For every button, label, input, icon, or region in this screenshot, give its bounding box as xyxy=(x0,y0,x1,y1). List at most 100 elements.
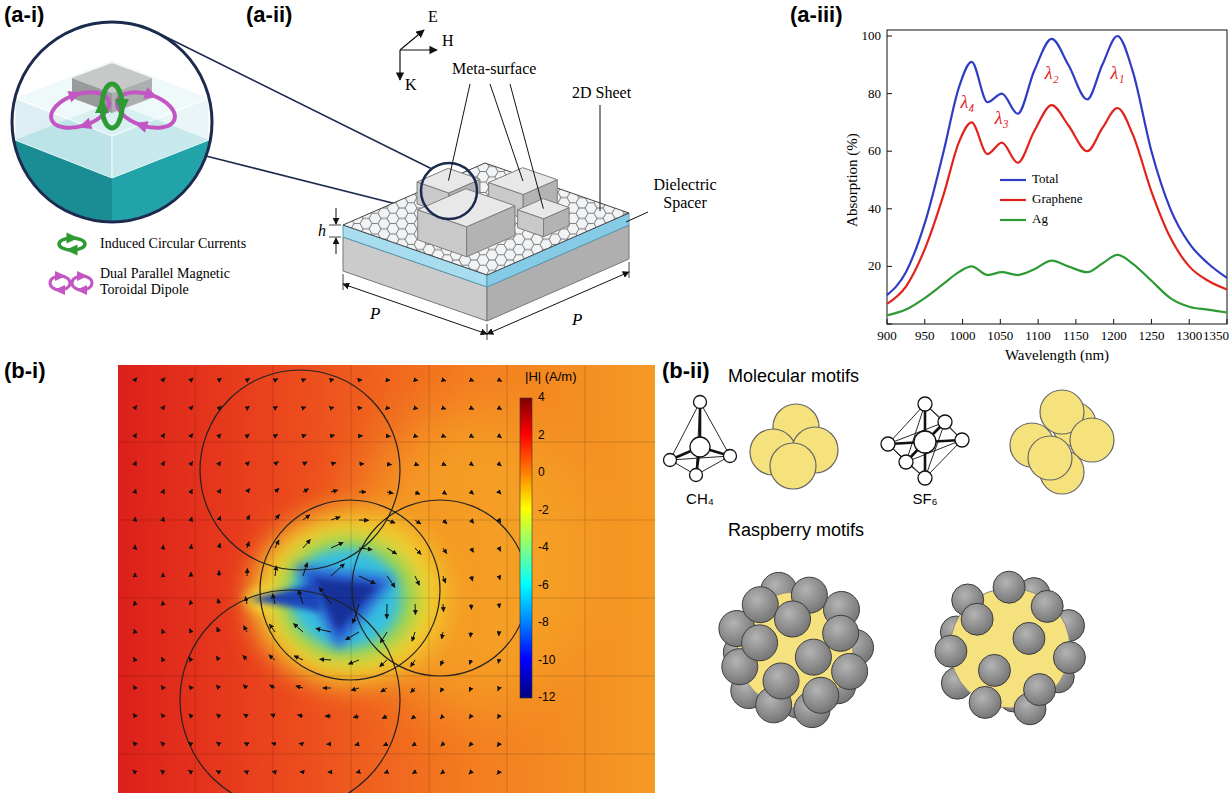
extension-line xyxy=(487,324,488,340)
raspberry-bead xyxy=(935,635,967,667)
field-vector xyxy=(269,624,275,632)
field-vector xyxy=(387,380,390,381)
raspberry-bead xyxy=(978,654,1010,686)
toroidal-loop-head xyxy=(143,87,159,102)
field-vector xyxy=(272,594,275,604)
tick-label: 1100 xyxy=(1025,329,1051,344)
colorbar-tick: -2 xyxy=(538,504,549,518)
field-vector xyxy=(303,407,306,408)
field-vector xyxy=(471,436,474,437)
tick-label: 1050 xyxy=(987,329,1013,344)
ligand-atom xyxy=(918,397,932,411)
dimension-arrow xyxy=(336,238,337,254)
field-vector xyxy=(272,743,275,744)
group-title: Raspberry motifs xyxy=(728,520,864,541)
field-vector xyxy=(382,716,387,719)
field-vector xyxy=(133,770,135,772)
field-vector xyxy=(303,379,306,380)
dimension-label: P xyxy=(370,304,380,324)
leader-line xyxy=(490,84,523,181)
field-vector xyxy=(247,378,250,380)
field-vector xyxy=(441,744,443,746)
field-vector xyxy=(303,515,310,520)
ligand-atom xyxy=(694,396,707,409)
field-vector xyxy=(443,436,446,437)
field-vector xyxy=(499,548,501,551)
ligand-atom xyxy=(899,455,913,469)
panel-label: (a-iii) xyxy=(790,2,843,27)
field-axis xyxy=(399,50,400,80)
field-vector xyxy=(415,604,417,615)
field-vector xyxy=(387,464,392,466)
tick-mark xyxy=(1113,319,1114,324)
field-vector xyxy=(328,772,331,773)
field-vector xyxy=(134,657,135,660)
legend-toroid-icon-head xyxy=(54,285,65,295)
raspberry-bead xyxy=(795,639,831,675)
field-vector xyxy=(243,655,247,660)
field-vector xyxy=(469,744,471,746)
field-vector xyxy=(133,714,135,716)
field-vector xyxy=(351,688,359,690)
particle-outline xyxy=(352,500,528,676)
field-vector xyxy=(469,688,471,691)
field-vector xyxy=(498,716,499,719)
block-top xyxy=(418,189,515,227)
field-vector xyxy=(331,490,338,492)
tick-mark xyxy=(1151,319,1152,324)
tick-label: 1350 xyxy=(1203,329,1229,344)
field-vector xyxy=(271,714,275,716)
colorbar-tick: -10 xyxy=(538,654,555,668)
field-vector xyxy=(469,716,471,719)
field-vector xyxy=(162,657,163,660)
field-vector xyxy=(381,688,387,692)
tick-mark xyxy=(887,319,888,324)
field-vector xyxy=(471,576,473,581)
legend-current-icon-head xyxy=(66,245,78,256)
field-vector xyxy=(443,604,445,612)
field-vector xyxy=(331,407,334,409)
tick-label: 950 xyxy=(915,329,935,344)
dimension-arrow xyxy=(487,272,629,334)
current-ring-head xyxy=(95,98,109,113)
field-vector xyxy=(387,548,397,554)
legend-entry: Induced Circular Currents xyxy=(100,236,246,252)
field-vector xyxy=(269,655,275,660)
field-vector xyxy=(244,743,247,744)
field-vector xyxy=(243,685,247,688)
field-vector xyxy=(189,742,191,744)
field-vector xyxy=(247,515,250,520)
colloid-sphere xyxy=(770,443,816,489)
field-vector xyxy=(162,629,163,632)
tick-mark xyxy=(1000,319,1001,324)
field-vector xyxy=(359,548,372,550)
field-vector xyxy=(327,744,331,745)
field-axis xyxy=(400,30,424,50)
field-vector xyxy=(359,491,366,492)
field-vector xyxy=(133,742,135,744)
field-vector xyxy=(442,632,443,639)
toroidal-loop-head xyxy=(67,87,83,102)
legend-line-sample xyxy=(1000,219,1026,221)
field-vector xyxy=(440,688,443,692)
dimension-arrow xyxy=(336,208,337,224)
grid-line xyxy=(118,598,655,599)
field-vector xyxy=(189,657,191,660)
field-vector xyxy=(275,514,280,520)
field-vector xyxy=(216,771,219,772)
field-vector xyxy=(415,548,421,554)
field-vector xyxy=(497,772,499,774)
field-vector xyxy=(359,407,362,408)
field-vector xyxy=(331,517,340,520)
zoom-line xyxy=(162,35,432,169)
field-vector xyxy=(188,770,191,772)
field-vector xyxy=(135,461,136,464)
raspberry-bead xyxy=(832,653,868,689)
field-vector xyxy=(353,604,359,623)
field-vector xyxy=(191,461,193,464)
legend-line-sample xyxy=(1000,199,1026,201)
field-vector xyxy=(443,576,446,583)
plot-frame xyxy=(887,30,1227,324)
field-vector xyxy=(245,597,247,604)
grid-line xyxy=(507,365,508,793)
